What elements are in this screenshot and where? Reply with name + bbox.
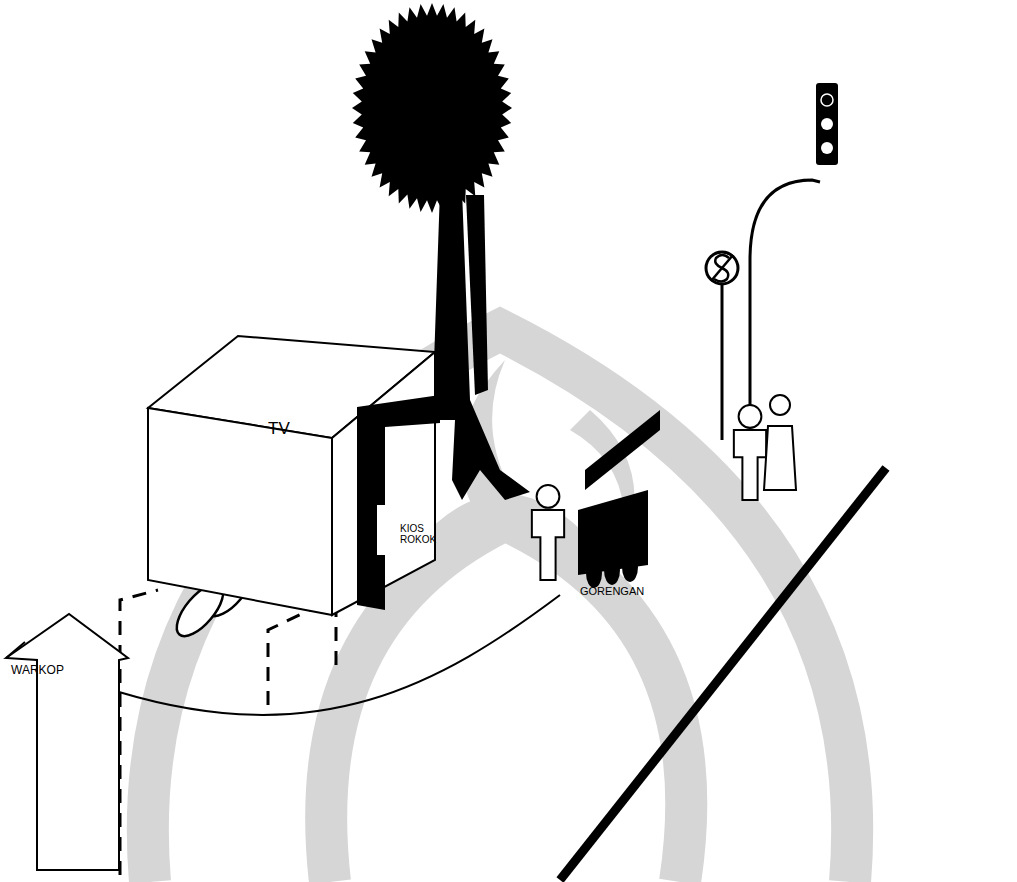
tree-trunk: [432, 190, 530, 500]
traffic-light: [750, 83, 838, 440]
kiosk-shape-outline: [355, 395, 455, 610]
gorengan-cart-outline: [560, 405, 670, 605]
path-connector: [119, 595, 560, 715]
tv-cube: TV: [140, 330, 440, 620]
warkop-sign: WARKOP: [5, 612, 129, 872]
road-line: [560, 468, 886, 880]
watermark: [148, 330, 852, 882]
kiosk-shape: KIOS ROKOK: [355, 395, 455, 610]
tree-trunk: [466, 195, 488, 395]
tree-crown: [352, 3, 512, 213]
node-label: KIOS ROKOK: [400, 523, 440, 545]
node-label: TV: [268, 420, 290, 439]
node-label: GORENGAN: [580, 585, 644, 597]
tv-cube-outline: [140, 330, 440, 620]
node-label: WARKOP: [11, 664, 64, 677]
gorengan-cart: GORENGAN: [560, 405, 670, 605]
warkop-sign-outline: [5, 612, 129, 872]
dashed-boundary: [120, 580, 336, 875]
no-stopping-sign: [706, 252, 738, 440]
